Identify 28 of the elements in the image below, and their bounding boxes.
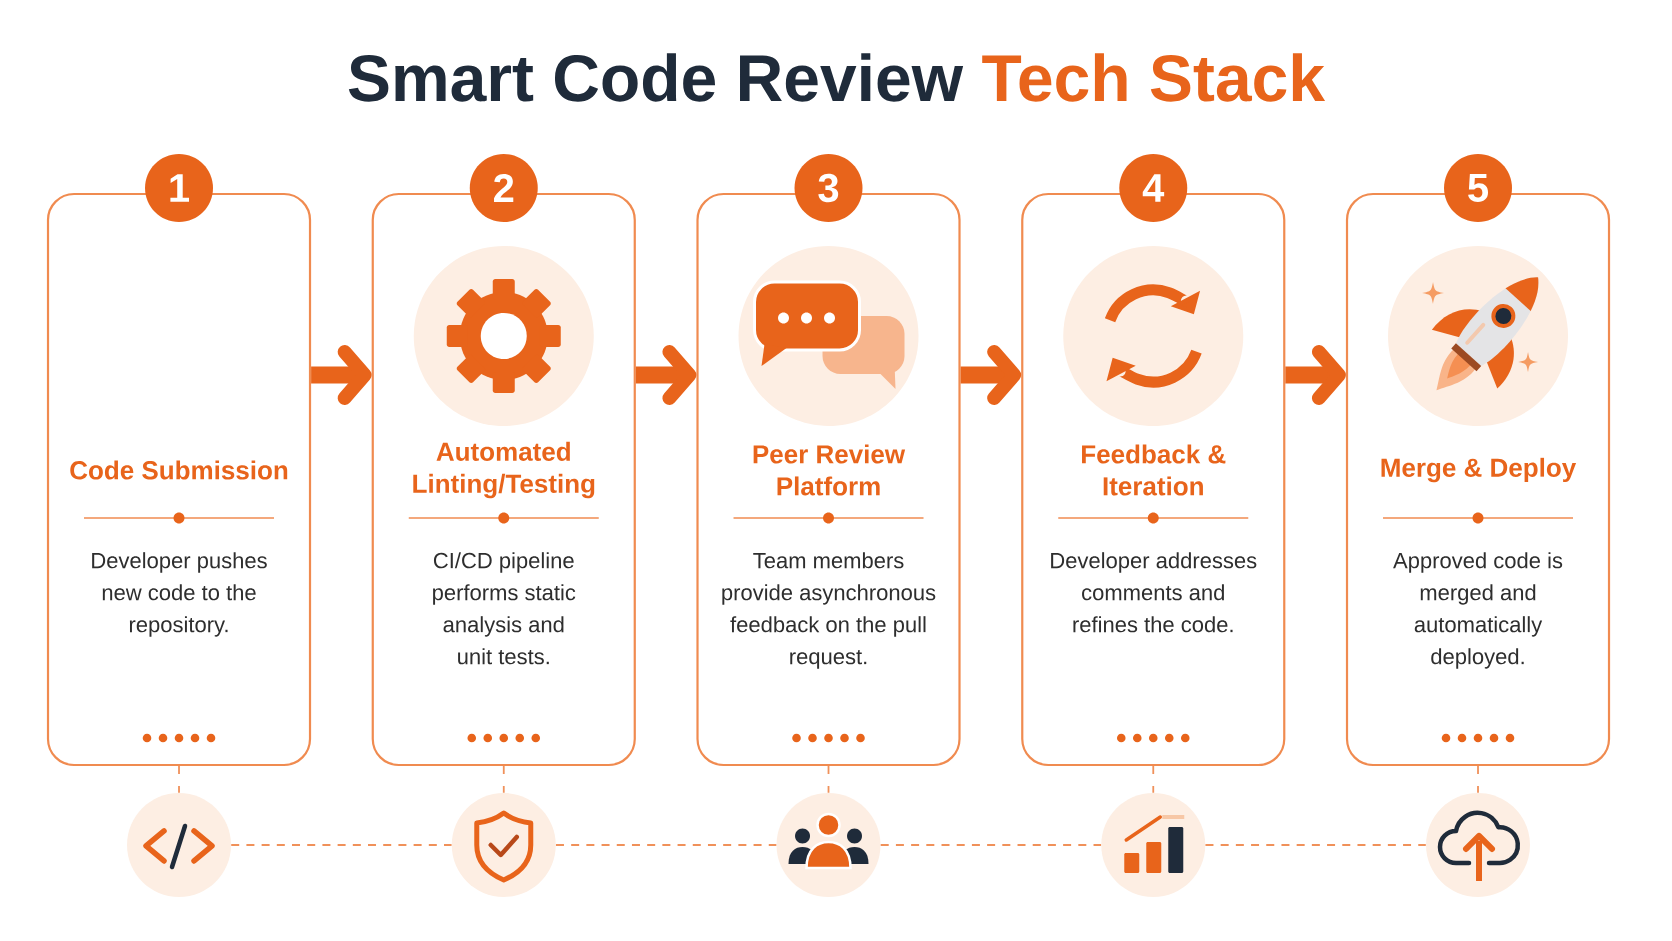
step-heading: Peer Review Platform	[753, 444, 906, 496]
step-description: Developer pushes new code to the repository.	[92, 552, 267, 637]
step-heading: Automated Linting/Testing	[413, 441, 595, 499]
step-description: Approved code is merged and automatically deployed.	[1393, 552, 1563, 669]
icon-circle	[451, 793, 556, 897]
number-badge: 3	[794, 154, 863, 222]
dashed-line	[230, 844, 453, 846]
number-badge: 1	[145, 154, 213, 222]
step-description: CI/CD pipeline performs static analysis and unit tests.	[433, 552, 576, 665]
step-description: Team members provide asynchronous feedback on the pull request.	[722, 552, 936, 669]
dashed-line	[879, 844, 1102, 846]
step-heading: Code Submission	[70, 460, 288, 480]
step-description: Developer addresses comments and refines the code.	[1051, 552, 1257, 633]
dashed-line	[827, 765, 830, 794]
icon-circle	[1426, 793, 1530, 897]
dashed-line	[1204, 844, 1427, 846]
dashed-line	[1152, 765, 1155, 794]
number-badge: 4	[1119, 154, 1188, 222]
number-badge: 5	[1444, 154, 1512, 222]
step-heading: Merge & Deploy	[1381, 457, 1577, 483]
step-heading: Feedback & Iteration	[1082, 444, 1226, 496]
dashed-line	[502, 765, 505, 794]
dashed-line	[1477, 765, 1479, 794]
number-badge: 2	[469, 154, 538, 222]
icon-circle	[127, 793, 231, 897]
dashed-line	[555, 844, 778, 846]
dashed-line	[178, 765, 180, 794]
title: Smart Code Review Tech Stack	[348, 53, 1326, 102]
